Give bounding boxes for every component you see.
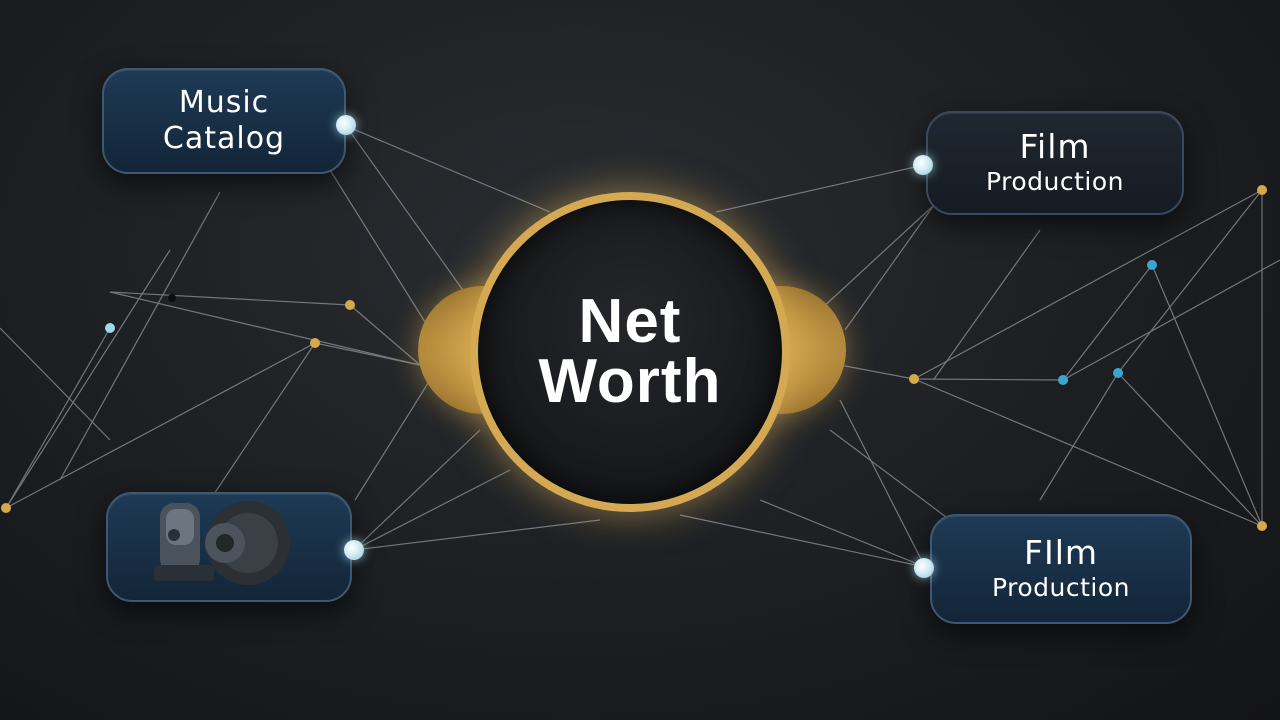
- edge: [1117, 372, 1263, 527]
- film-production-card-bottom: FIlm Production: [930, 514, 1192, 624]
- edge: [839, 399, 926, 568]
- edge: [354, 379, 431, 501]
- film-production-top-line2: Production: [985, 167, 1124, 196]
- edge: [353, 469, 511, 551]
- edge: [1117, 189, 1263, 374]
- connector-port: [914, 558, 934, 578]
- net-worth-hub: Net Worth: [470, 192, 790, 512]
- music-catalog-line2: Catalog: [162, 121, 286, 156]
- edge: [913, 378, 1064, 381]
- edge: [913, 378, 1263, 527]
- connector-port: [913, 155, 933, 175]
- edge: [1062, 264, 1153, 381]
- edge: [5, 342, 316, 509]
- edge: [844, 204, 935, 331]
- edge: [59, 191, 221, 481]
- music-catalog-line1: Music: [178, 85, 270, 120]
- node-dot-pale: [105, 323, 115, 333]
- node-dot-gold: [1257, 185, 1267, 195]
- edge: [329, 169, 431, 331]
- edge: [349, 304, 421, 366]
- node-dot-blue: [1147, 260, 1157, 270]
- edge: [109, 291, 421, 366]
- edge: [679, 514, 926, 568]
- film-production-bottom-line2: Production: [991, 573, 1130, 602]
- film-production-bottom-line1: FIlm: [1023, 533, 1099, 572]
- edge: [1062, 259, 1280, 381]
- edge: [0, 327, 111, 441]
- node-dot-gold: [909, 374, 919, 384]
- node-dot-gold: [1, 503, 11, 513]
- edge: [933, 229, 1041, 380]
- music-catalog-card: Music Catalog: [102, 68, 346, 174]
- film-production-top-line1: Film: [1019, 127, 1091, 166]
- connector-port: [336, 115, 356, 135]
- edge: [345, 125, 551, 213]
- edge: [1151, 264, 1263, 527]
- edge: [839, 364, 915, 380]
- connector-port: [344, 540, 364, 560]
- edge: [829, 429, 951, 521]
- edge: [345, 125, 471, 301]
- edge: [715, 164, 925, 213]
- node-dot-gold: [310, 338, 320, 348]
- hub-label-line2: Worth: [538, 347, 722, 416]
- edge: [209, 342, 316, 501]
- edge: [314, 342, 421, 366]
- edge: [353, 429, 481, 551]
- edge: [913, 189, 1263, 380]
- camera-headphones-icon: [154, 501, 290, 585]
- node-dot-gold: [345, 300, 355, 310]
- edge: [109, 291, 351, 306]
- node-dot-gold: [1257, 521, 1267, 531]
- node-dot-blue: [1113, 368, 1123, 378]
- edge: [819, 204, 935, 311]
- node-dot-dark: [168, 294, 176, 302]
- edge: [1039, 372, 1119, 501]
- edge: [759, 499, 926, 568]
- edge: [5, 327, 111, 509]
- node-dot-blue: [1058, 375, 1068, 385]
- edge: [5, 249, 171, 509]
- edge: [353, 519, 601, 551]
- film-production-card-top: Film Production: [926, 111, 1184, 215]
- hub-label-line1: Net: [578, 287, 682, 356]
